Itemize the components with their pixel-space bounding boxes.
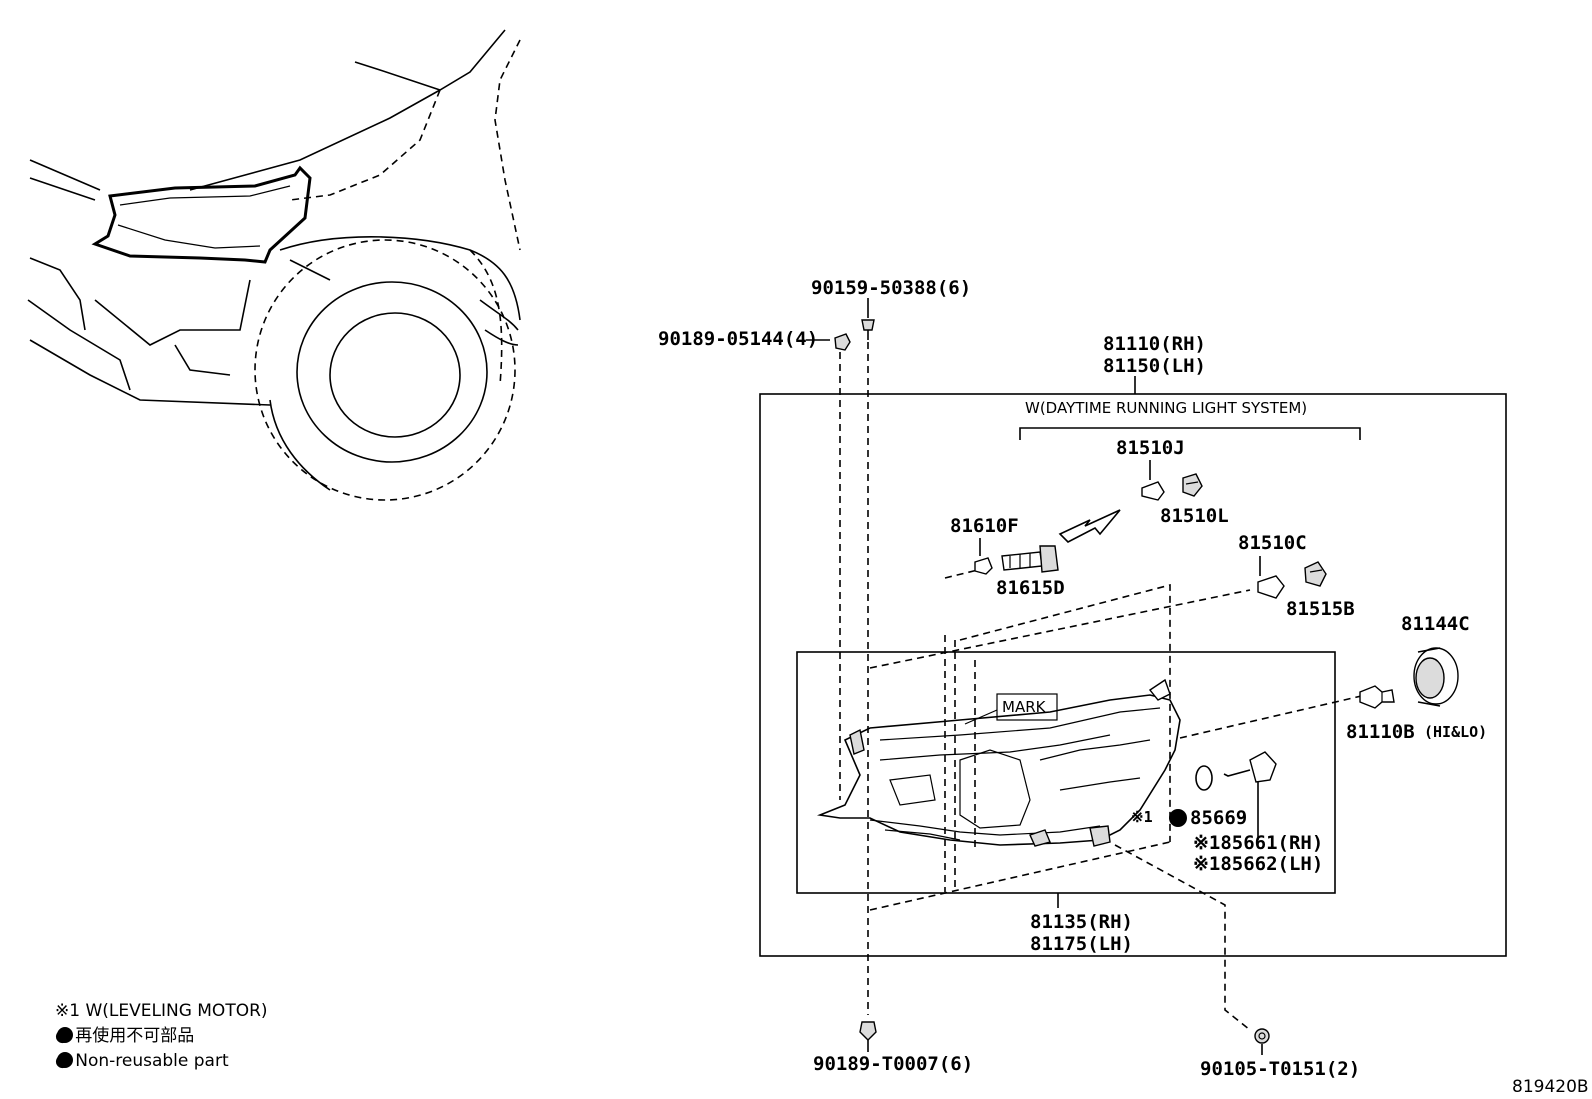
mark-callout-box xyxy=(996,693,1058,721)
drl-condition-header: W(DAYTIME RUNNING LIGHT SYSTEM) xyxy=(1025,399,1307,417)
label-81515B[interactable]: 81515B xyxy=(1286,598,1355,620)
label-81110-rh[interactable]: 81110(RH) xyxy=(1103,333,1206,355)
legend-dot-2 xyxy=(57,1052,73,1068)
legend-dot-1 xyxy=(57,1027,73,1043)
label-81110B-note: (HI&LO) xyxy=(1424,723,1487,741)
socket-81615D xyxy=(1001,545,1059,573)
label-81150-lh[interactable]: 81150(LH) xyxy=(1103,355,1206,377)
label-90159-50388[interactable]: 90159-50388(6) xyxy=(811,277,971,299)
label-81510L[interactable]: 81510L xyxy=(1160,505,1229,527)
label-81610F[interactable]: 81610F xyxy=(950,515,1019,537)
lens-housing-inner-box xyxy=(796,651,1336,894)
bulb-81110B xyxy=(1359,685,1395,709)
mark-label: MARK xyxy=(1002,698,1047,716)
bulb-81510C xyxy=(1257,556,1285,599)
label-81110B[interactable]: 81110B xyxy=(1346,721,1415,743)
label-90105-T0151[interactable]: 90105-T0151(2) xyxy=(1200,1058,1360,1080)
oring-85669 xyxy=(1195,765,1213,791)
bulb-81610F xyxy=(974,538,993,575)
label-90189-T0007[interactable]: 90189-T0007(6) xyxy=(813,1053,973,1075)
legend-note-leveling-motor: ※1 W(LEVELING MOTOR) xyxy=(55,1001,268,1021)
leveling-motor-85661 xyxy=(1223,751,1277,840)
label-85669[interactable]: 85669 xyxy=(1190,807,1247,829)
label-90189-05144[interactable]: 90189-05144(4) xyxy=(658,328,818,350)
label-81510J[interactable]: 81510J xyxy=(1116,437,1185,459)
non-reusable-marker-dot xyxy=(1169,809,1187,827)
screw-90105-T0151 xyxy=(1114,844,1270,1055)
cap-81144C xyxy=(1413,647,1459,707)
label-85661-rh[interactable]: ※185661(RH) xyxy=(1193,832,1323,854)
direction-arrow xyxy=(1058,509,1121,543)
clip-90189-05144 xyxy=(806,333,851,800)
label-85662-lh[interactable]: ※185662(LH) xyxy=(1193,853,1323,875)
figure-id: 819420B xyxy=(1512,1077,1589,1097)
label-81510C[interactable]: 81510C xyxy=(1238,532,1307,554)
headlamp-assembly xyxy=(816,678,1181,847)
screw-90159-50388 xyxy=(861,298,875,1015)
socket-81515B xyxy=(1304,561,1327,587)
legend-note-non-reusable: ● Non-reusable part xyxy=(55,1051,229,1071)
label-81615D[interactable]: 81615D xyxy=(996,577,1065,599)
vehicle-front-sketch xyxy=(27,29,521,501)
bulb-81510J xyxy=(1141,460,1165,501)
clip-90189-T0007 xyxy=(859,1021,877,1052)
drl-bracket xyxy=(1019,427,1361,440)
assembly-outer-box xyxy=(759,393,1507,957)
label-81175-lh[interactable]: 81175(LH) xyxy=(1030,933,1133,955)
label-85669-prefix: ※1 xyxy=(1131,808,1153,826)
label-81144C[interactable]: 81144C xyxy=(1401,613,1470,635)
socket-81510L xyxy=(1182,473,1203,497)
legend-note-jp: ● 再使用不可部品 xyxy=(55,1025,194,1046)
label-81135-rh[interactable]: 81135(RH) xyxy=(1030,911,1133,933)
